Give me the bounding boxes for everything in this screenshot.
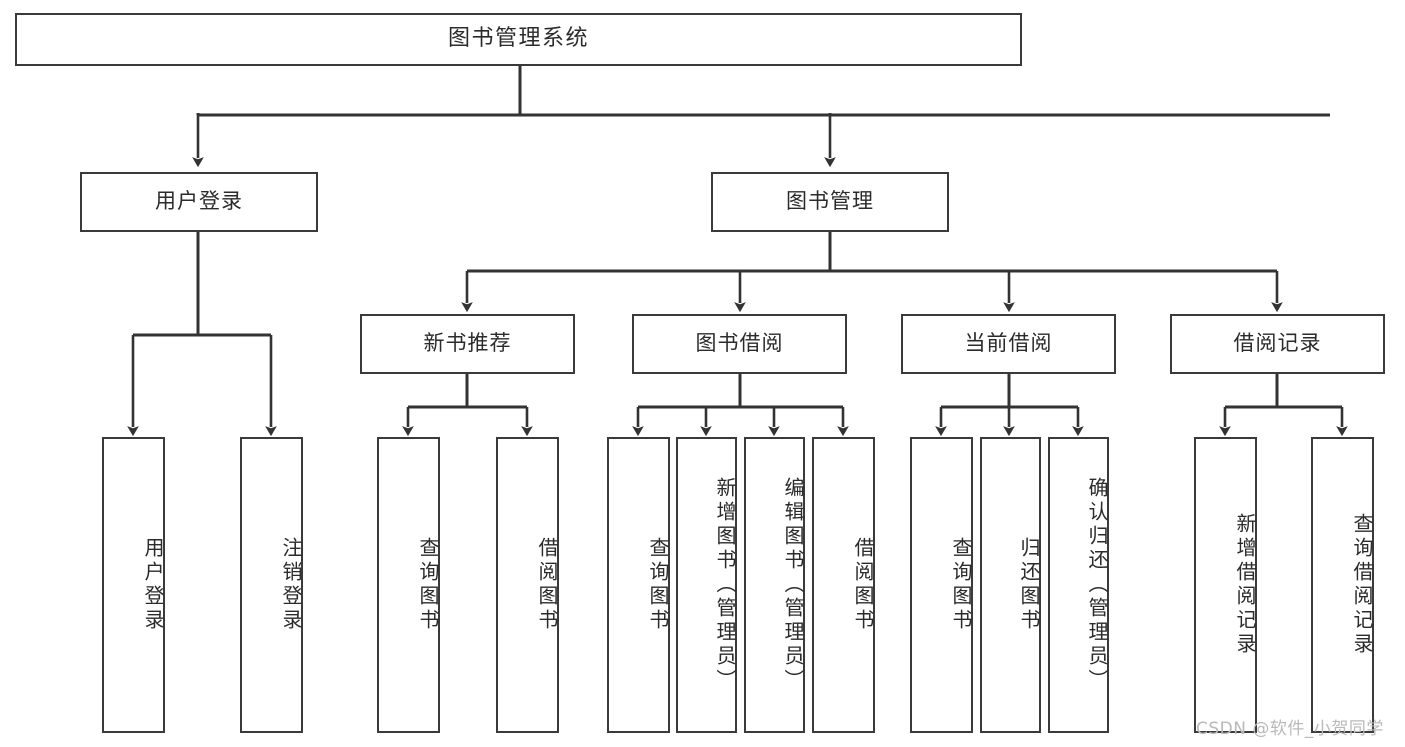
node-label: 编辑图书（管理员） xyxy=(781,477,805,693)
leaf-edit-book[interactable]: 编辑图书（管理员） xyxy=(744,437,805,733)
leaf-borrow-book-recommend[interactable]: 借阅图书 xyxy=(496,437,559,733)
node-label: 借阅图书 xyxy=(535,537,559,633)
leaf-add-book[interactable]: 新增图书（管理员） xyxy=(676,437,737,733)
node-label: 图书管理 xyxy=(786,189,874,214)
leaf-query-borrow-record[interactable]: 查询借阅记录 xyxy=(1311,437,1374,733)
leaf-confirm-return[interactable]: 确认归还（管理员） xyxy=(1048,437,1109,733)
node-borrow-record[interactable]: 借阅记录 xyxy=(1170,314,1385,374)
node-book-borrow[interactable]: 图书借阅 xyxy=(632,314,847,374)
leaf-user-logout[interactable]: 注销登录 xyxy=(240,437,303,733)
leaf-add-borrow-record[interactable]: 新增借阅记录 xyxy=(1194,437,1257,733)
node-user-login[interactable]: 用户登录 xyxy=(80,172,318,232)
leaf-query-book-borrow[interactable]: 查询图书 xyxy=(607,437,670,733)
node-label: 归还图书 xyxy=(1017,537,1041,633)
node-label: 查询图书 xyxy=(646,537,670,633)
node-label: 新书推荐 xyxy=(423,331,512,356)
node-label: 确认归还（管理员） xyxy=(1085,477,1109,693)
node-root-book-management-system[interactable]: 图书管理系统 xyxy=(15,13,1022,66)
node-current-borrow[interactable]: 当前借阅 xyxy=(901,314,1116,374)
node-book-management[interactable]: 图书管理 xyxy=(711,172,949,232)
node-label: 注销登录 xyxy=(279,537,303,633)
node-label: 图书借阅 xyxy=(695,331,784,356)
leaf-user-login[interactable]: 用户登录 xyxy=(102,437,165,733)
node-label: 借阅记录 xyxy=(1233,331,1322,356)
node-label: 查询图书 xyxy=(949,537,973,633)
node-label: 用户登录 xyxy=(141,537,165,633)
node-label: 图书管理系统 xyxy=(447,26,589,52)
csdn-watermark: CSDN @软件_小贺同学 xyxy=(1196,719,1384,739)
node-label: 新增图书（管理员） xyxy=(713,477,737,693)
node-label: 新增借阅记录 xyxy=(1233,513,1257,657)
leaf-query-book-recommend[interactable]: 查询图书 xyxy=(377,437,440,733)
node-label: 当前借阅 xyxy=(964,331,1053,356)
leaf-borrow-book[interactable]: 借阅图书 xyxy=(812,437,875,733)
leaf-query-book-current[interactable]: 查询图书 xyxy=(910,437,973,733)
node-label: 查询图书 xyxy=(416,537,440,633)
node-new-book-recommend[interactable]: 新书推荐 xyxy=(360,314,575,374)
node-label: 借阅图书 xyxy=(851,537,875,633)
node-label: 查询借阅记录 xyxy=(1350,513,1374,657)
node-label: 用户登录 xyxy=(155,189,243,214)
leaf-return-book[interactable]: 归还图书 xyxy=(980,437,1041,733)
